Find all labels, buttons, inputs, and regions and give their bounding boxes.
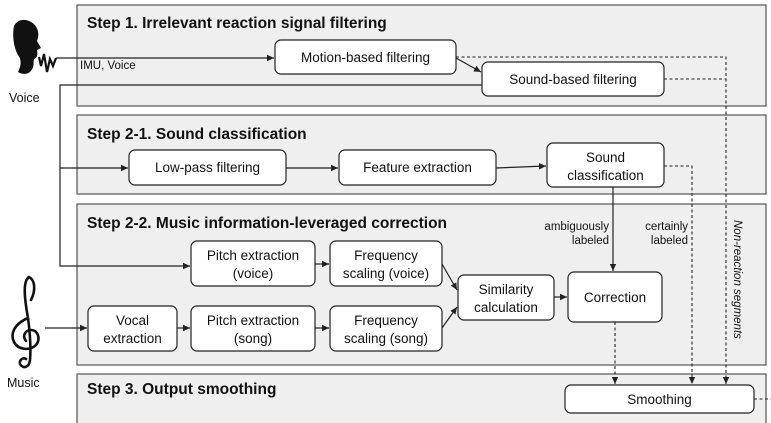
vocal-extraction-label-2: extraction <box>103 331 162 346</box>
step3-title: Step 3. Output smoothing <box>87 381 276 398</box>
smoothing-label: Smoothing <box>627 392 692 407</box>
lowpass-label: Low-pass filtering <box>155 160 260 175</box>
pitch-song-label-2: (song) <box>234 331 272 346</box>
freq-voice-label-1: Frequency <box>354 248 418 263</box>
freq-song-label-2: scaling (song) <box>344 331 428 346</box>
ambiguous-label-1: ambiguously <box>544 221 609 233</box>
motion-dashed-arrow <box>456 56 730 384</box>
imu-voice-label: IMU, Voice <box>80 60 136 72</box>
speaking-head-icon <box>13 19 58 74</box>
pitch-voice-label-1: Pitch extraction <box>207 248 299 263</box>
motion-filter-label: Motion-based filtering <box>301 50 430 65</box>
freq-song-to-similarity-arrow <box>441 306 458 329</box>
certain-label-2: labeled <box>651 235 688 247</box>
step2-2-title: Step 2-2. Music information-leveraged co… <box>87 215 447 232</box>
freq-song-label-1: Frequency <box>354 313 418 328</box>
vocal-extraction-label-1: Vocal <box>116 313 149 328</box>
freq-voice-label-2: scaling (voice) <box>343 266 429 281</box>
sound-classification-label-1: Sound <box>586 150 625 165</box>
to-pitch-voice-arrow <box>59 168 190 270</box>
sound-filter-label: Sound-based filtering <box>509 72 637 87</box>
similarity-label-2: calculation <box>474 300 538 315</box>
certain-dashed-arrow <box>664 165 696 384</box>
sound-classification-label-2: classification <box>567 168 644 183</box>
certain-label-1: certainly <box>645 221 688 233</box>
to-lowpass-arrow <box>59 84 482 172</box>
similarity-label-1: Similarity <box>479 282 534 297</box>
freq-song-box <box>329 305 443 352</box>
pitch-song-label-1: Pitch extraction <box>207 313 299 328</box>
voice-label: Voice <box>9 91 40 105</box>
motion-to-sound-arrow <box>455 57 482 73</box>
step1-title: Step 1. Irrelevant reaction signal filte… <box>87 15 387 32</box>
pitch-voice-label-2: (voice) <box>233 266 274 281</box>
feature-extraction-label: Feature extraction <box>363 160 472 175</box>
step2-1-title: Step 2-1. Sound classification <box>87 126 307 143</box>
music-label: Music <box>7 376 40 390</box>
feature-to-class-arrow <box>495 163 547 170</box>
non-reaction-label: Non-reaction segments <box>731 220 743 339</box>
treble-clef-icon <box>11 275 40 369</box>
freq-voice-box <box>329 240 443 287</box>
ambiguous-label-2: labeled <box>572 235 609 247</box>
freq-voice-to-similarity-arrow <box>441 263 458 291</box>
sound-classification-box <box>546 142 665 188</box>
correction-label: Correction <box>584 290 646 305</box>
